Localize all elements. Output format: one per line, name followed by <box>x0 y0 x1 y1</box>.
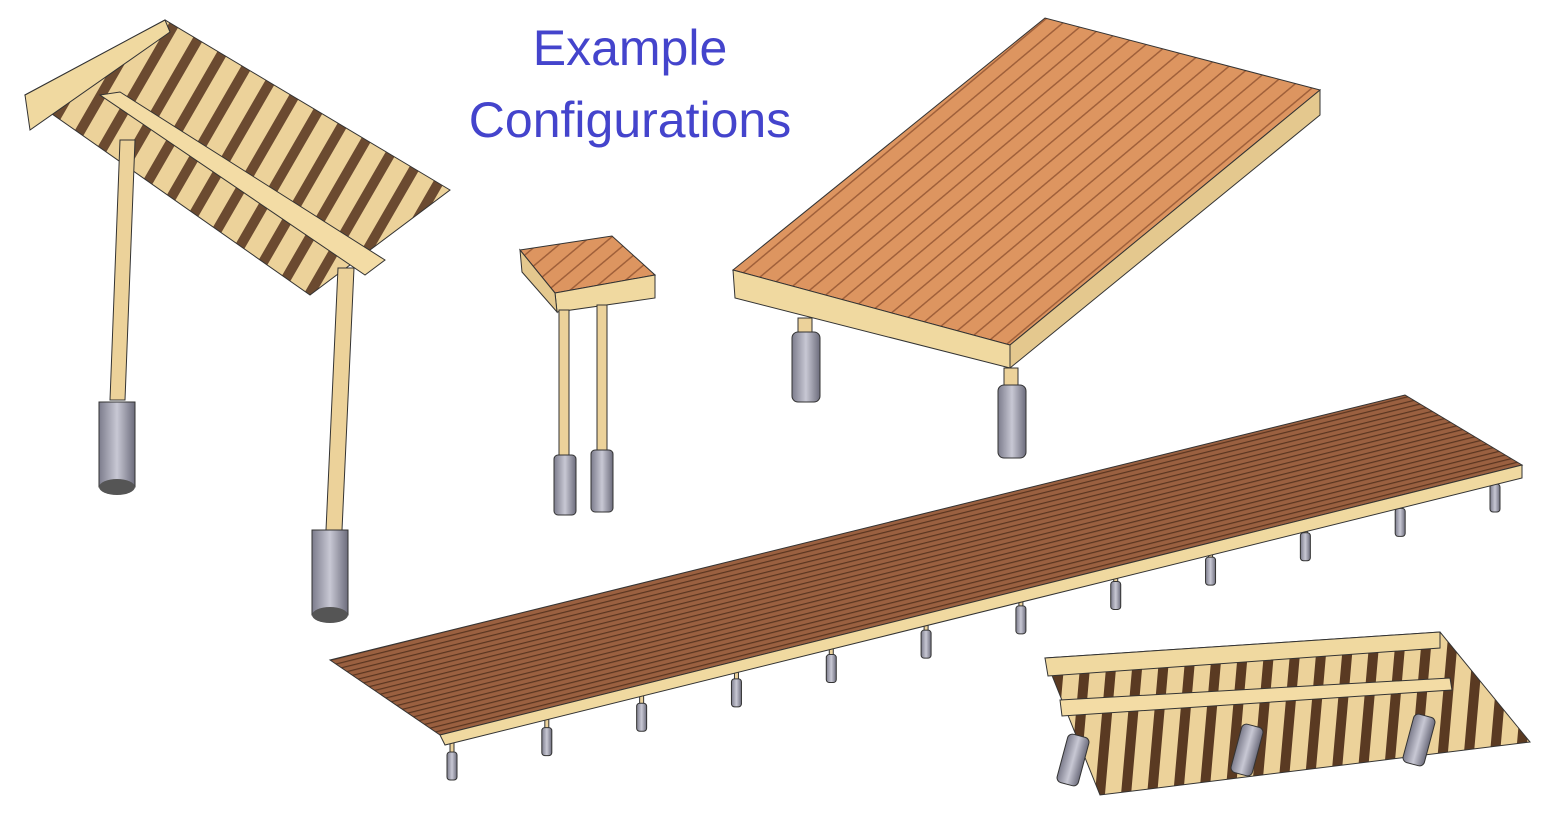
pile <box>311 529 349 623</box>
config-large-deck <box>731 17 1322 459</box>
leg <box>596 304 608 456</box>
title-line-1: Example <box>532 20 728 76</box>
walkway-post <box>636 690 648 732</box>
pile <box>98 401 136 495</box>
title-line-2: Configurations <box>468 92 792 148</box>
pile <box>997 384 1027 459</box>
config-underside-frame-long-legs <box>24 19 451 623</box>
config-small-platform <box>519 235 657 516</box>
leg <box>109 139 136 401</box>
pile <box>1056 733 1090 787</box>
leg <box>325 267 355 531</box>
walkway-rim <box>439 464 1523 746</box>
frame-beam <box>98 91 386 276</box>
pile <box>553 454 577 516</box>
frame-beam <box>1059 677 1453 717</box>
pile <box>791 331 821 403</box>
pile <box>590 449 614 513</box>
config-long-walkway <box>328 394 1524 781</box>
frame-rim <box>1044 631 1441 677</box>
frame-rim <box>24 19 171 131</box>
platform-side <box>519 248 558 314</box>
leg <box>558 309 570 461</box>
pile <box>1230 723 1264 777</box>
page-title: Example Configurations <box>430 12 830 156</box>
deck-rim-side <box>1009 88 1321 370</box>
walkway-post <box>541 715 553 757</box>
pile <box>1402 713 1436 767</box>
walkway-post <box>446 739 458 781</box>
config-underside-frame-piles <box>1044 631 1531 796</box>
